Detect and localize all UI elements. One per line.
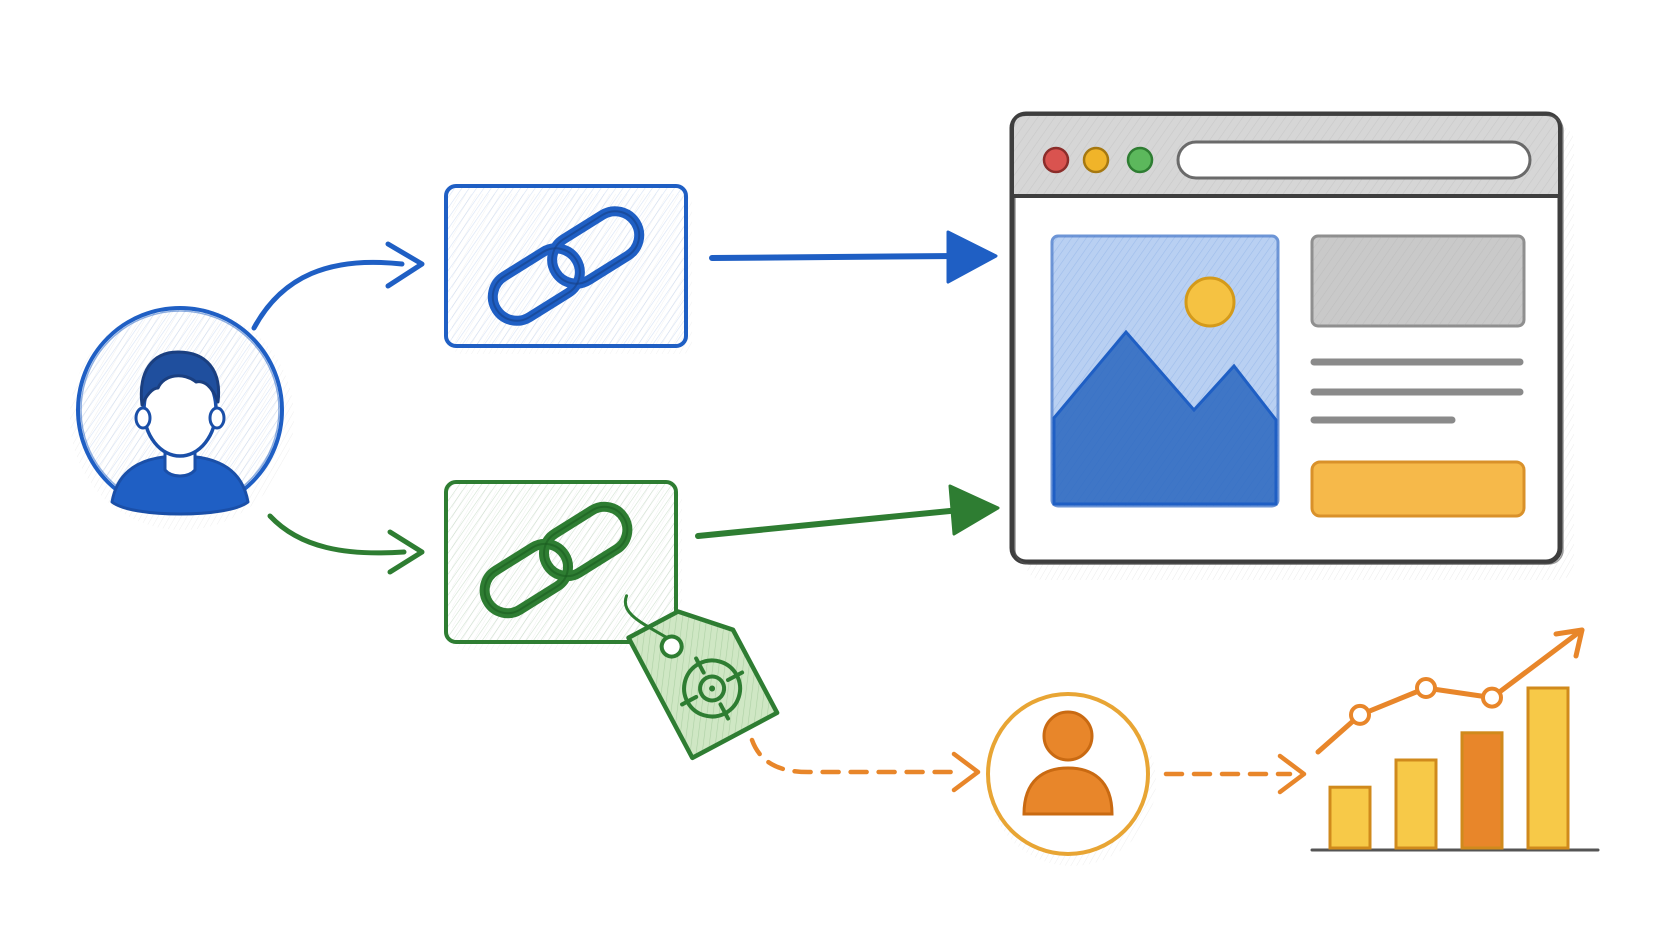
cta-button[interactable] — [1310, 460, 1526, 518]
tracked-link-node — [444, 480, 682, 650]
arrow-visitor-to-growth-chart — [1163, 753, 1307, 795]
plain-link-box — [444, 184, 688, 348]
address-bar[interactable] — [1176, 140, 1532, 180]
link-icon — [479, 501, 633, 619]
trend-point — [1415, 677, 1437, 699]
link-icon — [487, 206, 645, 326]
arrow-plain-link-to-website — [709, 230, 998, 284]
plain-link-node — [444, 184, 692, 354]
growth-chart-icon — [1310, 627, 1600, 852]
website-node — [1009, 111, 1574, 580]
trend-point — [1349, 703, 1371, 726]
chart-bar — [1526, 686, 1570, 850]
identified-visitor-node — [986, 692, 1156, 866]
user-icon — [1022, 710, 1114, 816]
user-icon — [110, 350, 250, 516]
window-maximize-dot[interactable] — [1126, 146, 1154, 174]
trend-arrowhead — [1553, 627, 1585, 659]
chart-bar — [1460, 731, 1504, 850]
sun-icon — [1184, 276, 1236, 328]
trend-point — [1481, 686, 1503, 709]
chart-bar — [1394, 758, 1438, 850]
chart-bar — [1328, 785, 1372, 850]
window-close-dot[interactable] — [1042, 146, 1070, 174]
arrow-tag-to-identified-visitor — [749, 737, 981, 793]
tracked-link-box — [444, 480, 678, 644]
arrow-visitor-to-tracked-link — [267, 513, 425, 575]
target-tag-icon — [623, 594, 780, 761]
hero-image — [1050, 234, 1280, 508]
arrow-tracked-link-to-website — [695, 484, 1000, 539]
arrow-visitor-to-plain-link — [251, 241, 425, 331]
target-icon — [680, 656, 745, 721]
visitor-node — [70, 306, 294, 530]
window-minimize-dot[interactable] — [1082, 146, 1110, 174]
